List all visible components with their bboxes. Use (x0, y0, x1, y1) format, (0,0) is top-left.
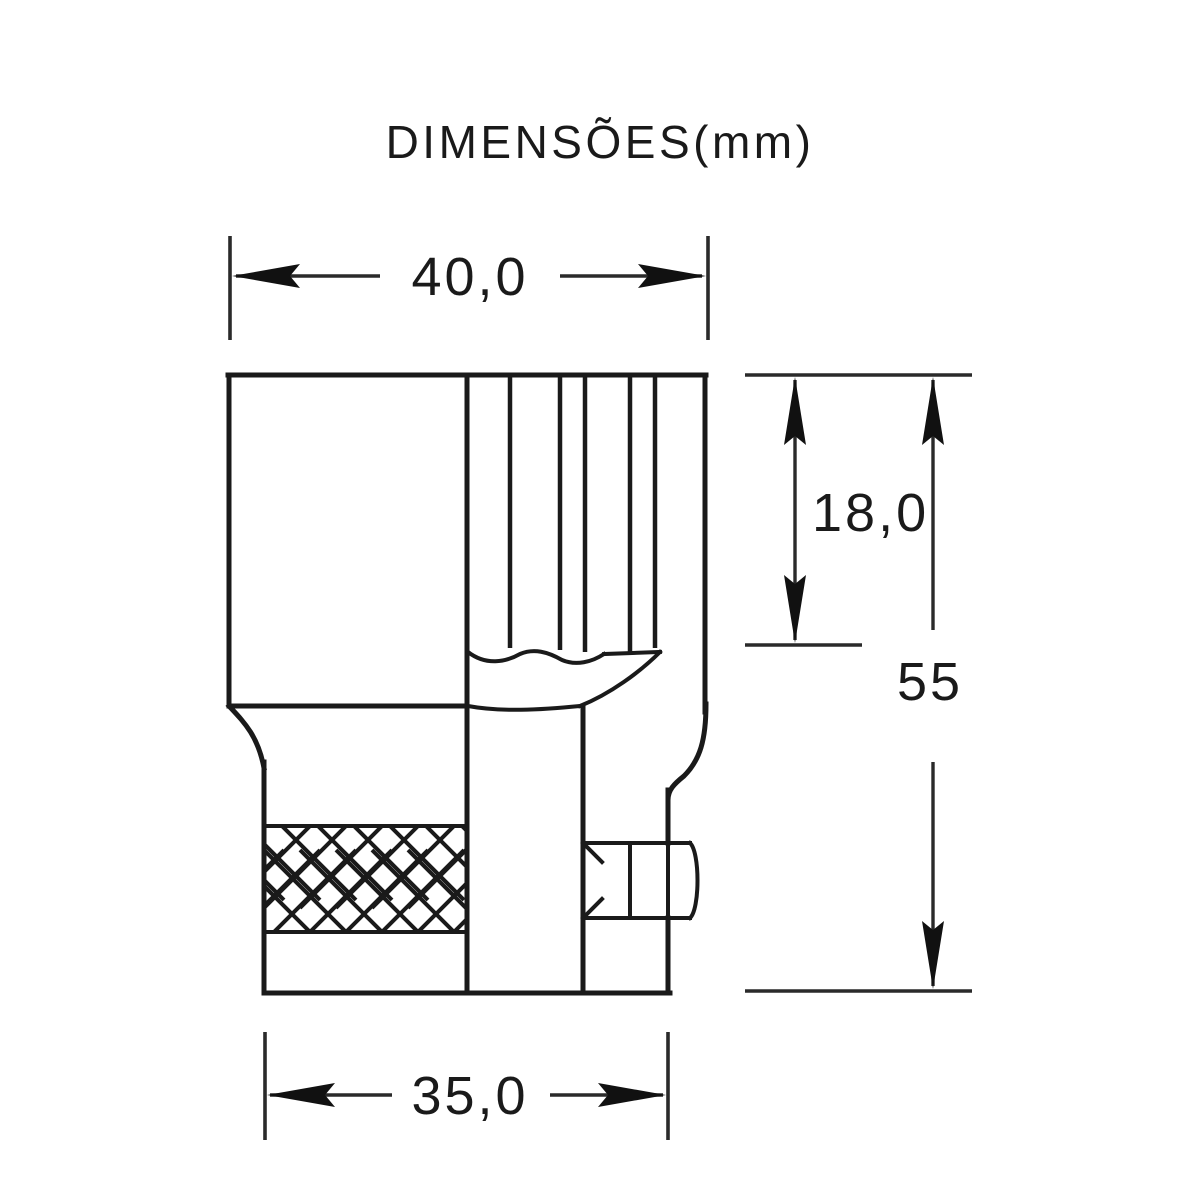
socket-body-outline (225, 372, 709, 996)
detent-head-nose (687, 840, 700, 921)
arrowhead-bottom-left-icon (267, 1083, 335, 1107)
hex-bore-floor-slant (577, 649, 663, 709)
dimension-width-bottom: 35,0 (263, 1032, 670, 1140)
dimension-label-width-bottom: 35,0 (411, 1066, 528, 1126)
arrowhead-left-icon (232, 264, 300, 288)
arrowhead-height-up-icon (922, 377, 944, 445)
arrowhead-height-down-icon (922, 921, 944, 989)
detent-pin-detail (580, 840, 700, 921)
hex-bore-floor-arc (465, 703, 583, 712)
dimension-label-depth-hex: 18,0 (812, 483, 929, 543)
dimension-depth-hex: 18,0 (745, 373, 972, 647)
detent-chamfer-top (580, 840, 605, 865)
dimension-label-width-top: 40,0 (411, 247, 528, 307)
knurl-band (262, 824, 469, 934)
dimension-width-top: 40,0 (228, 236, 710, 340)
arrowhead-depth-down-icon (784, 575, 806, 643)
arrowhead-right-icon (638, 264, 706, 288)
detent-chamfer-bottom (580, 896, 605, 921)
hex-socket-profile (465, 377, 663, 712)
hex-bottom-edge-far (601, 649, 663, 657)
dimension-height-total: 55 (745, 377, 972, 993)
dimension-label-height-total: 55 (897, 652, 963, 712)
hex-bottom-scallop-near (465, 649, 607, 665)
drawing-title: DIMENSÕES(mm) (386, 116, 815, 168)
arrowhead-bottom-right-icon (598, 1083, 666, 1107)
body-right-fillet (665, 701, 709, 803)
arrowhead-depth-up-icon (784, 377, 806, 445)
body-left-fillet (225, 702, 267, 771)
knurl-hatch-lines (264, 826, 467, 932)
